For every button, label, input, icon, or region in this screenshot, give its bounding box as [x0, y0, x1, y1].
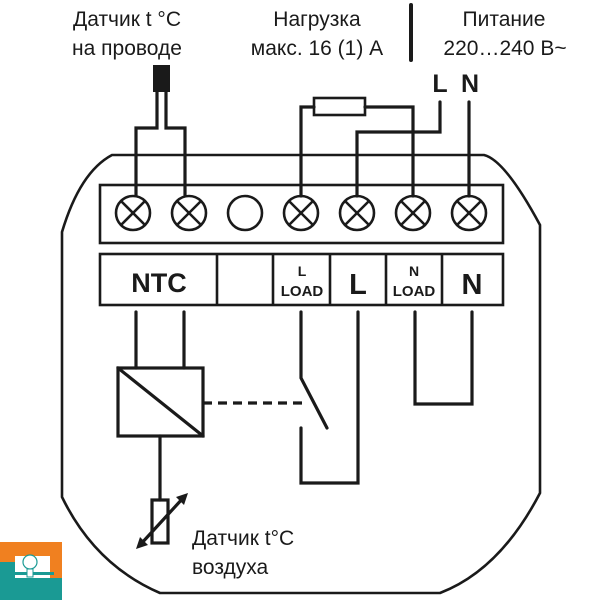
terminal-empty	[226, 194, 264, 232]
controller-block-diagonal	[116, 366, 205, 438]
terminal-l-load	[282, 194, 320, 232]
light-bulb-icon	[22, 554, 38, 578]
supply-wire-l	[355, 100, 442, 198]
power-label-line1: Питание	[463, 8, 546, 31]
label-l-load-bottom: LOAD	[281, 283, 324, 300]
load-wire-l	[299, 105, 316, 198]
relay-load-loop	[299, 310, 360, 485]
label-n: N	[462, 269, 483, 301]
wire-sensor-label-line2: на проводе	[72, 37, 182, 60]
wire-sensor-lead	[134, 90, 159, 197]
brand-logo	[0, 542, 62, 600]
neutral-loop	[413, 310, 474, 406]
air-sensor-thermistor	[150, 498, 170, 545]
air-sensor-label-line1: Датчик t°C	[192, 527, 294, 550]
supply-n-label: N	[461, 70, 479, 98]
load-wire-n	[363, 105, 415, 198]
variable-arrow	[138, 495, 186, 547]
load-label-line2: макс. 16 (1) А	[251, 37, 383, 60]
arrow-head-icon	[136, 537, 148, 549]
supply-l-label: L	[432, 70, 447, 98]
load-label-line1: Нагрузка	[273, 8, 361, 31]
power-label-line2: 220…240 В~	[443, 37, 566, 60]
terminal-label-strip	[98, 252, 505, 307]
label-n-load-top: N	[409, 263, 419, 279]
air-sensor-label-line2: воздуха	[192, 556, 269, 579]
arrow-head-icon	[176, 493, 188, 505]
wire-sensor-probe	[153, 65, 170, 92]
label-l-load-top: L	[298, 263, 307, 279]
label-ntc: NTC	[131, 268, 187, 298]
label-l: L	[349, 269, 367, 301]
load-resistor	[312, 96, 367, 117]
terminal-n-load	[394, 194, 432, 232]
device-body-outline	[60, 153, 542, 595]
relay-switch	[299, 310, 329, 430]
terminal-n	[450, 194, 488, 232]
terminal-l	[338, 194, 376, 232]
terminal-ntc-1	[114, 194, 152, 232]
terminal-ntc-2	[170, 194, 208, 232]
label-n-load-bottom: LOAD	[393, 283, 436, 300]
wire-sensor-lead	[164, 90, 187, 197]
wire-sensor-label-line1: Датчик t °C	[73, 8, 181, 31]
